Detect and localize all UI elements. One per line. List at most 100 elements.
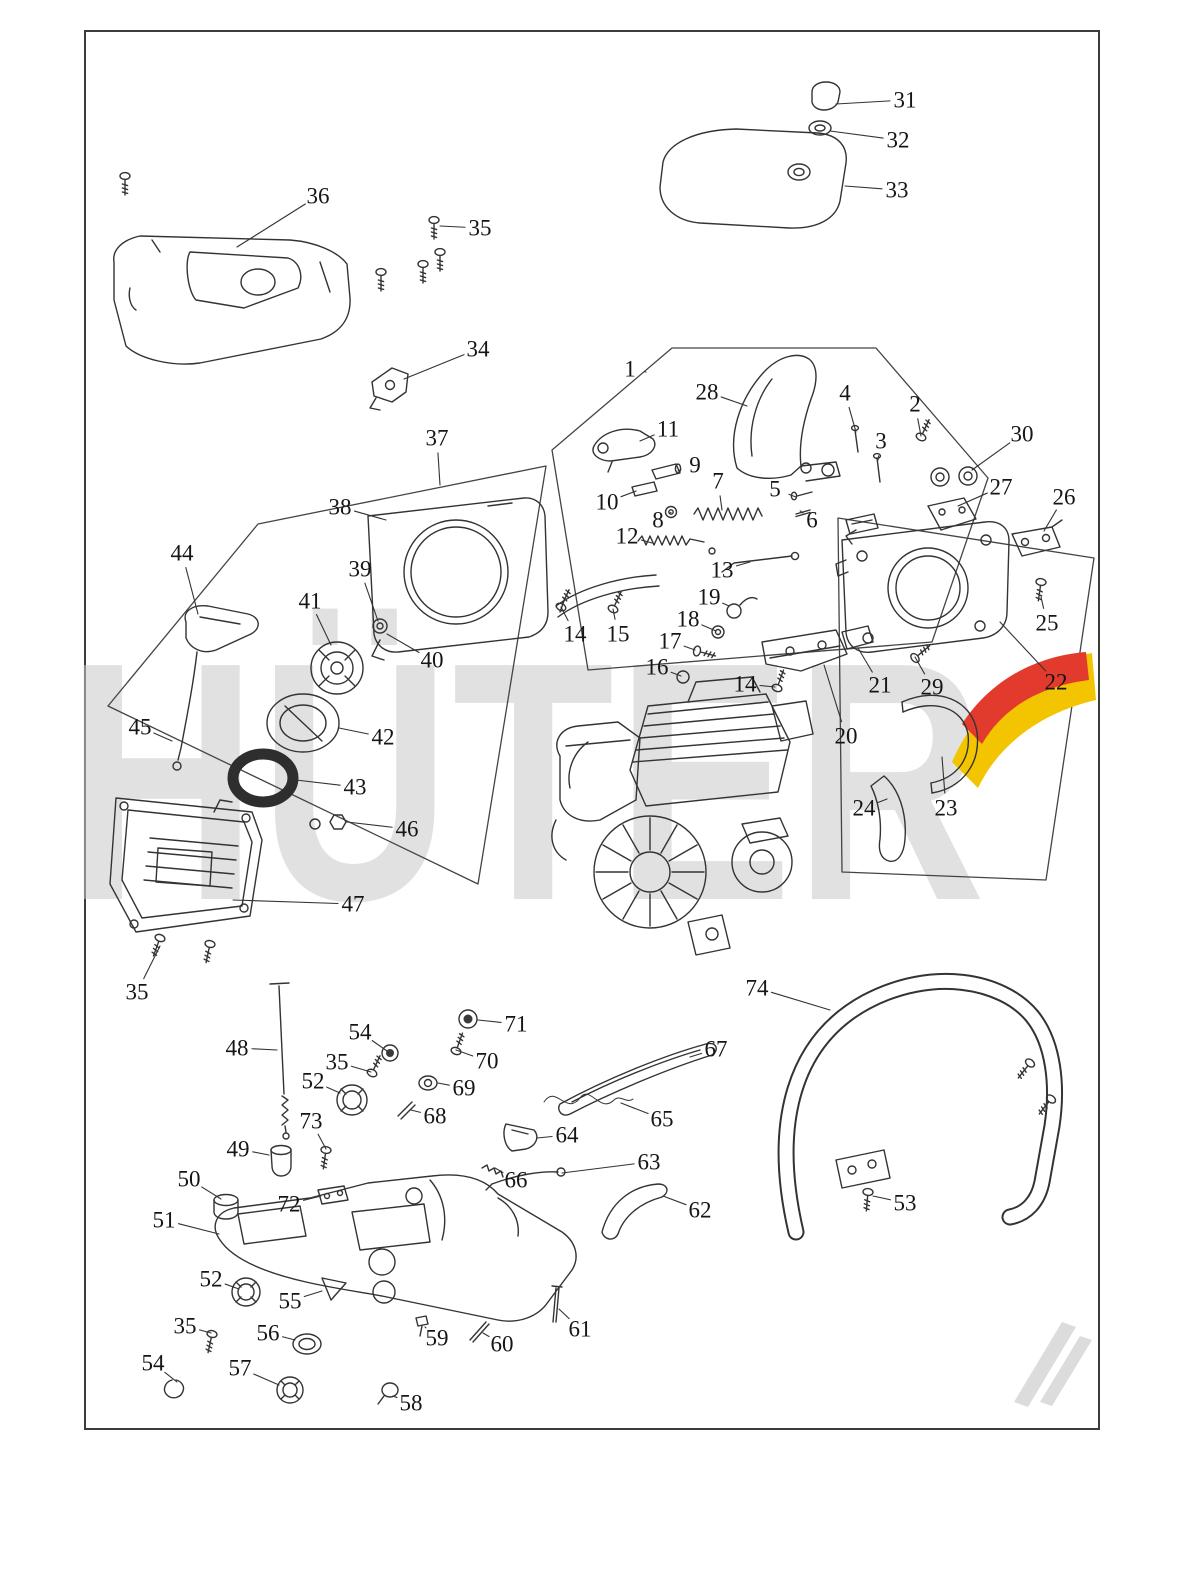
part-label-64: 64: [556, 1123, 580, 1148]
leader-line-35: [350, 1065, 372, 1073]
part-label-25: 25: [1036, 611, 1059, 636]
part-knob-52a: [336, 1084, 368, 1116]
part-label-46: 46: [396, 817, 419, 842]
part-screw: [449, 1030, 468, 1057]
leader-line-11: [639, 434, 655, 442]
leader-line-44: [185, 566, 199, 615]
part-label-73: 73: [300, 1109, 323, 1134]
part-label-20: 20: [835, 724, 858, 749]
part-pin-60: [469, 1321, 490, 1343]
leader-line-37: [437, 452, 441, 486]
leader-line-54: [164, 1371, 178, 1383]
leader-line-16: [670, 671, 682, 677]
part-choke-rod: [269, 982, 290, 1140]
part-label-14: 14: [564, 622, 588, 647]
part-label-66: 66: [505, 1168, 528, 1193]
part-label-14: 14: [734, 672, 758, 697]
leader-line-34: [403, 354, 465, 380]
part-label-54: 54: [142, 1351, 166, 1376]
part-label-42: 42: [372, 725, 395, 750]
leader-line-13: [735, 561, 751, 567]
part-cap-71: [458, 1009, 478, 1029]
leader-line-54: [371, 1040, 388, 1052]
part-label-3: 3: [875, 429, 887, 454]
part-pin-6: [795, 509, 811, 518]
part-label-19: 19: [698, 585, 721, 610]
part-screw: [691, 644, 718, 662]
leader-line-8: [669, 511, 672, 514]
part-washer-32: [808, 120, 832, 136]
part-label-45: 45: [129, 715, 152, 740]
leader-line-29: [914, 656, 926, 675]
part-starter-handle: [184, 605, 259, 653]
part-guide-plates: [555, 574, 660, 618]
part-clip-59: [415, 1315, 429, 1337]
part-ring-54b: [163, 1379, 185, 1399]
part-pulley-41: [310, 641, 364, 695]
part-label-24: 24: [853, 796, 877, 821]
part-label-9: 9: [689, 453, 701, 478]
part-cap-50: [213, 1193, 239, 1220]
part-screw: [434, 247, 446, 272]
leader-line-2: [917, 418, 922, 437]
leader-line-49: [252, 1151, 270, 1156]
part-pin-68: [397, 1101, 416, 1120]
leader-line-59: [424, 1326, 427, 1329]
leader-line-43: [295, 779, 341, 786]
part-top-cover: [113, 235, 351, 365]
leader-line-30: [971, 442, 1011, 471]
assembly-box-1: [551, 347, 989, 671]
leader-line-58: [392, 1395, 398, 1399]
leader-line-26: [1043, 509, 1057, 532]
part-spring-7: [693, 507, 763, 521]
leader-line-17: [683, 645, 696, 651]
part-label-35: 35: [174, 1314, 197, 1339]
part-label-61: 61: [569, 1317, 592, 1342]
leader-line-70: [455, 1049, 474, 1057]
part-label-72: 72: [278, 1192, 301, 1217]
part-pin-61: [551, 1285, 563, 1323]
part-engine: [551, 676, 814, 956]
leader-line-25: [1040, 596, 1045, 609]
leader-line-6: [799, 510, 804, 514]
part-screw: [417, 259, 429, 284]
part-screw-5: [790, 491, 813, 501]
leader-line-33: [844, 185, 883, 190]
leader-line-60: [482, 1332, 490, 1338]
leader-line-48: [251, 1048, 278, 1051]
part-label-41: 41: [299, 589, 322, 614]
leader-line-35: [198, 1329, 212, 1334]
leader-line-57: [253, 1373, 280, 1386]
leader-line-71: [477, 1019, 502, 1023]
leader-line-28: [720, 396, 748, 407]
part-screw: [770, 667, 789, 694]
part-screw: [119, 171, 131, 196]
leader-line-72: [303, 1195, 322, 1201]
leader-line-50: [201, 1186, 222, 1200]
part-label-58: 58: [400, 1391, 423, 1416]
leader-line-47: [232, 899, 339, 905]
part-label-23: 23: [935, 796, 958, 821]
part-label-4: 4: [839, 381, 851, 406]
part-label-18: 18: [677, 607, 700, 632]
leader-line-41: [315, 613, 332, 646]
part-ring-43: [227, 748, 299, 808]
part-label-68: 68: [424, 1104, 447, 1129]
leader-line-35: [439, 225, 466, 228]
part-plate-20: [761, 629, 848, 672]
part-pin-3: [872, 452, 882, 483]
part-label-52: 52: [200, 1267, 223, 1292]
part-label-74: 74: [746, 976, 770, 1001]
part-ring-56: [292, 1333, 322, 1355]
leader-line-67: [689, 1052, 703, 1058]
part-label-35: 35: [469, 216, 492, 241]
leader-line-10: [620, 490, 637, 498]
part-plate-27: [927, 497, 977, 531]
part-screw: [428, 215, 440, 240]
part-starter-rope: [172, 651, 198, 771]
part-label-32: 32: [887, 128, 910, 153]
part-screw: [860, 1187, 874, 1213]
part-label-10: 10: [596, 490, 619, 515]
part-label-59: 59: [426, 1326, 449, 1351]
